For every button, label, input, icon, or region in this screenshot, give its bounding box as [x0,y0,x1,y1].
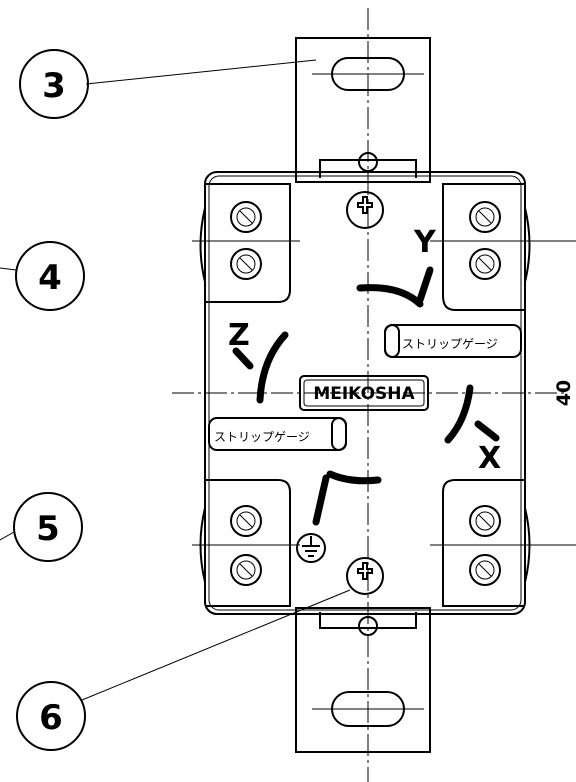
callout-5-label: 5 [36,509,60,549]
wire-marks [232,266,500,526]
callout-4-label: 4 [38,258,62,298]
screw-top-left-2 [230,248,262,280]
screw-top-right-1 [469,201,501,233]
callout-6-label: 6 [39,698,63,738]
callout-3: 3 [19,49,317,119]
dimension-label: 40 [553,380,575,406]
terminal-screws [192,201,538,586]
device-body [204,171,526,615]
logo-plate: MEIKOSHA [299,375,429,411]
mounting-screw-top [346,191,384,229]
terminal-tag-x: X [478,441,501,476]
callout-4: 4 [0,241,85,311]
screw-top-left-1 [230,201,262,233]
callout-6: 6 [16,589,351,751]
callout-3-label: 3 [42,66,66,106]
screw-bottom-right-2 [469,554,501,586]
logo-text: MEIKOSHA [313,384,415,404]
strip-gauge-lower-label: ストリップゲージ [214,430,310,444]
strip-gauge-upper: ストリップゲージ [384,324,522,358]
ground-icon [296,533,326,563]
terminal-tag-y: Y [413,225,437,260]
screw-top-right-2 [469,248,501,280]
screw-bottom-left-2 [230,554,262,586]
strip-gauge-upper-label: ストリップゲージ [402,337,498,351]
terminal-tag-z: Z [228,318,250,353]
right-leaders [536,240,576,546]
screw-bottom-right-1 [469,505,501,537]
strip-gauge-lower: ストリップゲージ [208,417,347,451]
center-lines [172,8,568,782]
callout-5: 5 [0,492,83,562]
screw-bottom-left-1 [230,505,262,537]
mounting-screw-bottom [346,557,384,595]
